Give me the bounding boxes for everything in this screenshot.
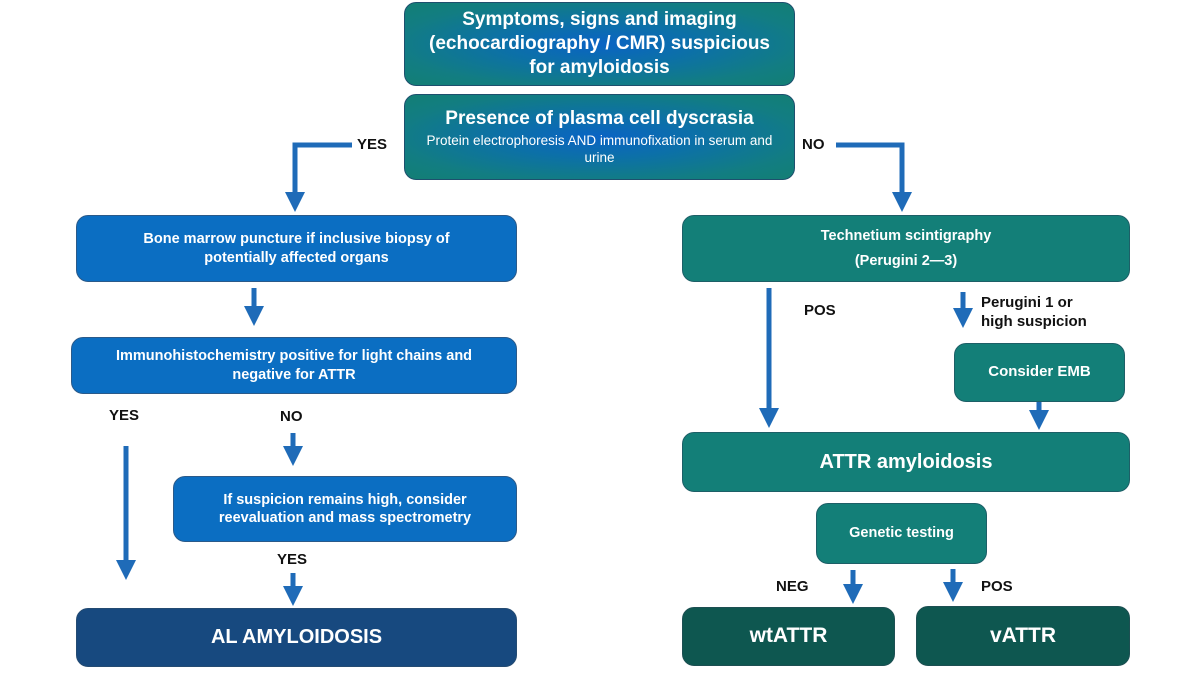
vattr-box: vATTR bbox=[916, 606, 1130, 666]
attr-amyloidosis-text: ATTR amyloidosis bbox=[819, 450, 993, 473]
no-label-immuno: NO bbox=[280, 408, 303, 425]
consider-emb-text: Consider EMB bbox=[988, 363, 1091, 381]
genetic-testing-text: Genetic testing bbox=[849, 525, 954, 542]
suspicion-imaging-box: Symptoms, signs and imaging (echocardiog… bbox=[404, 2, 795, 86]
immunohistochemistry-box: Immunohistochemistry positive for light … bbox=[71, 337, 517, 394]
bone-marrow-text: Bone marrow puncture if inclusive biopsy… bbox=[143, 231, 450, 266]
perugini-label-line2: high suspicion bbox=[981, 312, 1087, 330]
perugini-label: Perugini 1 or high suspicion bbox=[981, 294, 1087, 332]
yes-label-immuno: YES bbox=[109, 407, 140, 424]
dyscrasia-subtitle: Protein electrophoresis AND immunofixati… bbox=[426, 133, 773, 165]
reevaluation-text: If suspicion remains high, consider reev… bbox=[218, 491, 472, 526]
reevaluation-box: If suspicion remains high, consider reev… bbox=[173, 476, 517, 542]
immunohistochemistry-text: Immunohistochemistry positive for light … bbox=[115, 348, 473, 383]
vattr-text: vATTR bbox=[989, 623, 1057, 647]
wtattr-box: wtATTR bbox=[682, 607, 895, 666]
yes-connector-arrow bbox=[285, 142, 352, 212]
al-amyloidosis-text: AL AMYLOIDOSIS bbox=[210, 626, 383, 648]
attr-amyloidosis-box: ATTR amyloidosis bbox=[682, 432, 1130, 492]
pos-label-scintigraphy: POS bbox=[804, 302, 836, 319]
scintigraphy-line2: (Perugini 2—3) bbox=[854, 252, 958, 269]
dyscrasia-title: Presence of plasma cell dyscrasia bbox=[445, 108, 754, 130]
neg-label: NEG bbox=[776, 578, 809, 595]
pos-label-genetic: POS bbox=[981, 578, 1013, 595]
suspicion-imaging-text: Symptoms, signs and imaging (echocardiog… bbox=[429, 9, 770, 78]
technetium-scintigraphy-box: Technetium scintigraphy (Perugini 2—3) bbox=[682, 215, 1130, 282]
yes-label-top: YES bbox=[357, 136, 388, 153]
no-label-top: NO bbox=[802, 136, 825, 153]
plasma-cell-dyscrasia-box: Presence of plasma cell dyscrasia Protei… bbox=[404, 94, 795, 180]
genetic-testing-box: Genetic testing bbox=[816, 503, 987, 564]
al-amyloidosis-box: AL AMYLOIDOSIS bbox=[76, 608, 517, 667]
scintigraphy-line1: Technetium scintigraphy bbox=[820, 228, 992, 245]
no-connector-arrow bbox=[836, 142, 912, 212]
perugini-label-line1: Perugini 1 or bbox=[981, 294, 1073, 311]
bone-marrow-box: Bone marrow puncture if inclusive biopsy… bbox=[76, 215, 517, 282]
yes-label-reevaluation: YES bbox=[277, 551, 308, 568]
consider-emb-box: Consider EMB bbox=[954, 343, 1125, 402]
wtattr-text: wtATTR bbox=[749, 624, 828, 648]
